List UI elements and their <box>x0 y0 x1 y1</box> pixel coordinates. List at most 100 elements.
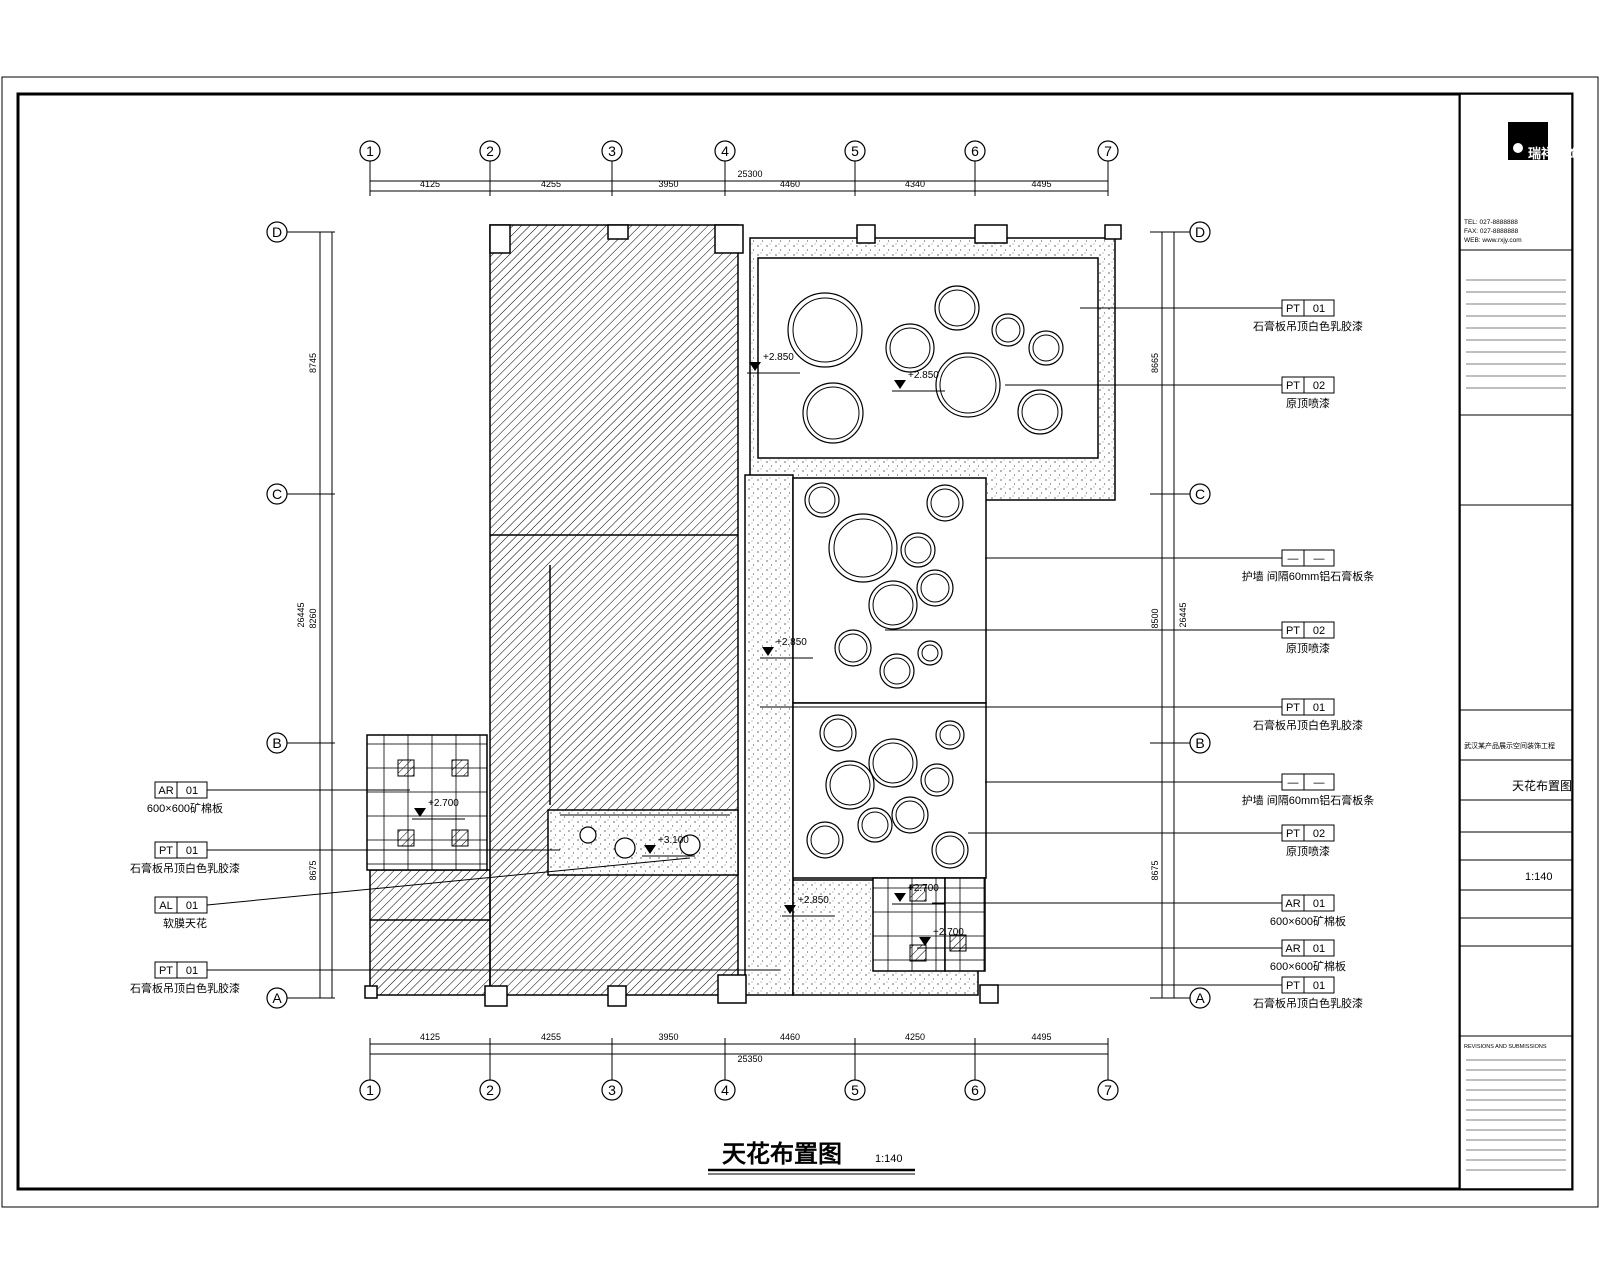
dim-top-4: 4340 <box>905 179 925 189</box>
drawing-title-block: 天花布置图 1:140 <box>708 1140 915 1175</box>
material-tag-number: 01 <box>186 785 198 797</box>
material-tag-code: — <box>1288 777 1299 789</box>
level-value-3: +2.700 <box>428 798 459 809</box>
level-value-6: +3.100 <box>658 835 689 846</box>
middle-ceiling-room <box>792 477 987 704</box>
level-triangle <box>414 808 426 817</box>
grid-label-bottom-5: 5 <box>851 1082 859 1098</box>
grid-label-right-D: D <box>1195 224 1205 240</box>
dim-top-3: 4460 <box>780 179 800 189</box>
ceiling-level-markers: +2.850+2.850+2.850+2.700+2.700+2.700+3.1… <box>412 352 970 949</box>
level-value-2: +2.850 <box>798 895 829 906</box>
dim-bottom-1: 4255 <box>541 1032 561 1042</box>
material-tag-code: PT <box>1286 702 1300 714</box>
material-tag-number: 01 <box>1313 980 1325 992</box>
material-tag-number: 01 <box>1313 303 1325 315</box>
material-tag-box <box>1281 698 1335 716</box>
dim-top-1: 4255 <box>541 179 561 189</box>
logo-text: 瑞祥装饰 <box>1528 146 1580 161</box>
level-triangle <box>894 380 906 389</box>
hatched-structure <box>369 224 739 996</box>
dim-top-0: 4125 <box>420 179 440 189</box>
dim-bottom-2: 3950 <box>658 1032 678 1042</box>
grid-label-top-5: 5 <box>851 143 859 159</box>
level-triangle <box>644 845 656 854</box>
material-tag-description: 原顶喷漆 <box>1286 397 1330 410</box>
material-tag-code: AR <box>1285 943 1300 955</box>
material-tag-number: 02 <box>1313 380 1325 392</box>
dim-left-1: 8260 <box>308 608 318 628</box>
material-tag-description: 石膏板吊顶白色乳胶漆 <box>130 861 240 875</box>
dimension-lines: 2530025350412541254255425539503950446044… <box>296 169 1188 1064</box>
level-triangle <box>919 937 931 946</box>
grid-label-bottom-1: 1 <box>366 1082 374 1098</box>
material-tag-code: AR <box>1285 898 1300 910</box>
material-tag-description: 护墙 间隔60mm铝石膏板条 <box>1242 569 1375 583</box>
grid-label-top-6: 6 <box>971 143 979 159</box>
dim-left-2: 8675 <box>308 860 318 880</box>
material-tag-description: 石膏板吊顶白色乳胶漆 <box>130 981 240 995</box>
material-tag-code: AR <box>158 785 173 797</box>
grid-label-right-A: A <box>1195 990 1205 1006</box>
right-grid-bubbles: D C B A <box>1150 221 1211 1009</box>
material-tag-description: 软膜天花 <box>163 916 207 930</box>
grid-label-top-4: 4 <box>721 143 729 159</box>
structural-columns <box>364 224 1122 1007</box>
upper-ceiling-room <box>757 257 1099 459</box>
dim-top-total: 25300 <box>737 169 762 179</box>
level-value-4: +2.700 <box>908 883 939 894</box>
material-tag-number: 02 <box>1313 625 1325 637</box>
material-tag-box <box>154 961 208 979</box>
title-block: 瑞祥装饰 TEL: 027-8888888 FAX: 027-8888888 W… <box>1459 93 1580 1190</box>
material-tag-code: PT <box>1286 303 1300 315</box>
dim-right-2: 8675 <box>1150 860 1160 880</box>
level-triangle <box>894 893 906 902</box>
grid-label-bottom-4: 4 <box>721 1082 729 1098</box>
material-tag-code: AL <box>159 900 172 912</box>
material-tag-number: 01 <box>186 965 198 977</box>
material-tags-right: PT 01 石膏板吊顶白色乳胶漆 PT 02 原顶喷漆 — — 护墙 间隔60mm铝石膏板条 PT… <box>760 299 1375 1010</box>
level-triangle <box>762 647 774 656</box>
material-tag-box <box>1281 299 1335 317</box>
material-tag-description: 石膏板吊顶白色乳胶漆 <box>1253 996 1363 1010</box>
material-tag-code: PT <box>159 965 173 977</box>
dim-right-0: 8665 <box>1150 353 1160 373</box>
material-tag-box <box>1281 376 1335 394</box>
grid-label-left-B: B <box>272 735 281 751</box>
grid-label-left-A: A <box>272 990 282 1006</box>
level-value-0: +2.850 <box>763 352 794 363</box>
grid-label-left-D: D <box>272 224 282 240</box>
title-block-drawing-name: 天花布置图 <box>1512 778 1572 793</box>
material-tag-box <box>154 896 208 914</box>
level-triangle <box>784 905 796 914</box>
material-tag-number: 01 <box>1313 702 1325 714</box>
material-tag-box <box>1281 939 1335 957</box>
dim-bottom-5: 4495 <box>1031 1032 1051 1042</box>
dim-bottom-4: 4250 <box>905 1032 925 1042</box>
grid-label-right-C: C <box>1195 486 1205 502</box>
dim-right-1: 8500 <box>1150 608 1160 628</box>
material-tag-number: — <box>1314 553 1325 565</box>
dim-bottom-total: 25350 <box>737 1054 762 1064</box>
grid-label-bottom-7: 7 <box>1104 1082 1112 1098</box>
lower-right-tile-rooms <box>872 877 986 972</box>
grid-label-top-2: 2 <box>486 143 494 159</box>
material-tag-box <box>1281 824 1335 842</box>
drawing-scale: 1:140 <box>875 1153 903 1165</box>
lower-ceiling-room <box>792 702 987 879</box>
material-tag-number: 01 <box>1313 898 1325 910</box>
material-tag-code: PT <box>1286 380 1300 392</box>
material-tag-description: 600×600矿棉板 <box>1270 914 1346 928</box>
material-tag-code: PT <box>159 845 173 857</box>
drawing-title: 天花布置图 <box>722 1140 842 1168</box>
project-name: 武汉某产品展示空间装饰工程 <box>1464 741 1555 750</box>
material-tag-description: 600×600矿棉板 <box>1270 959 1346 973</box>
grid-label-right-B: B <box>1195 735 1204 751</box>
material-tag-code: PT <box>1286 828 1300 840</box>
material-tag-code: PT <box>1286 625 1300 637</box>
level-value-5: +2.700 <box>933 927 964 938</box>
dim-right-total: 26445 <box>1178 602 1188 627</box>
